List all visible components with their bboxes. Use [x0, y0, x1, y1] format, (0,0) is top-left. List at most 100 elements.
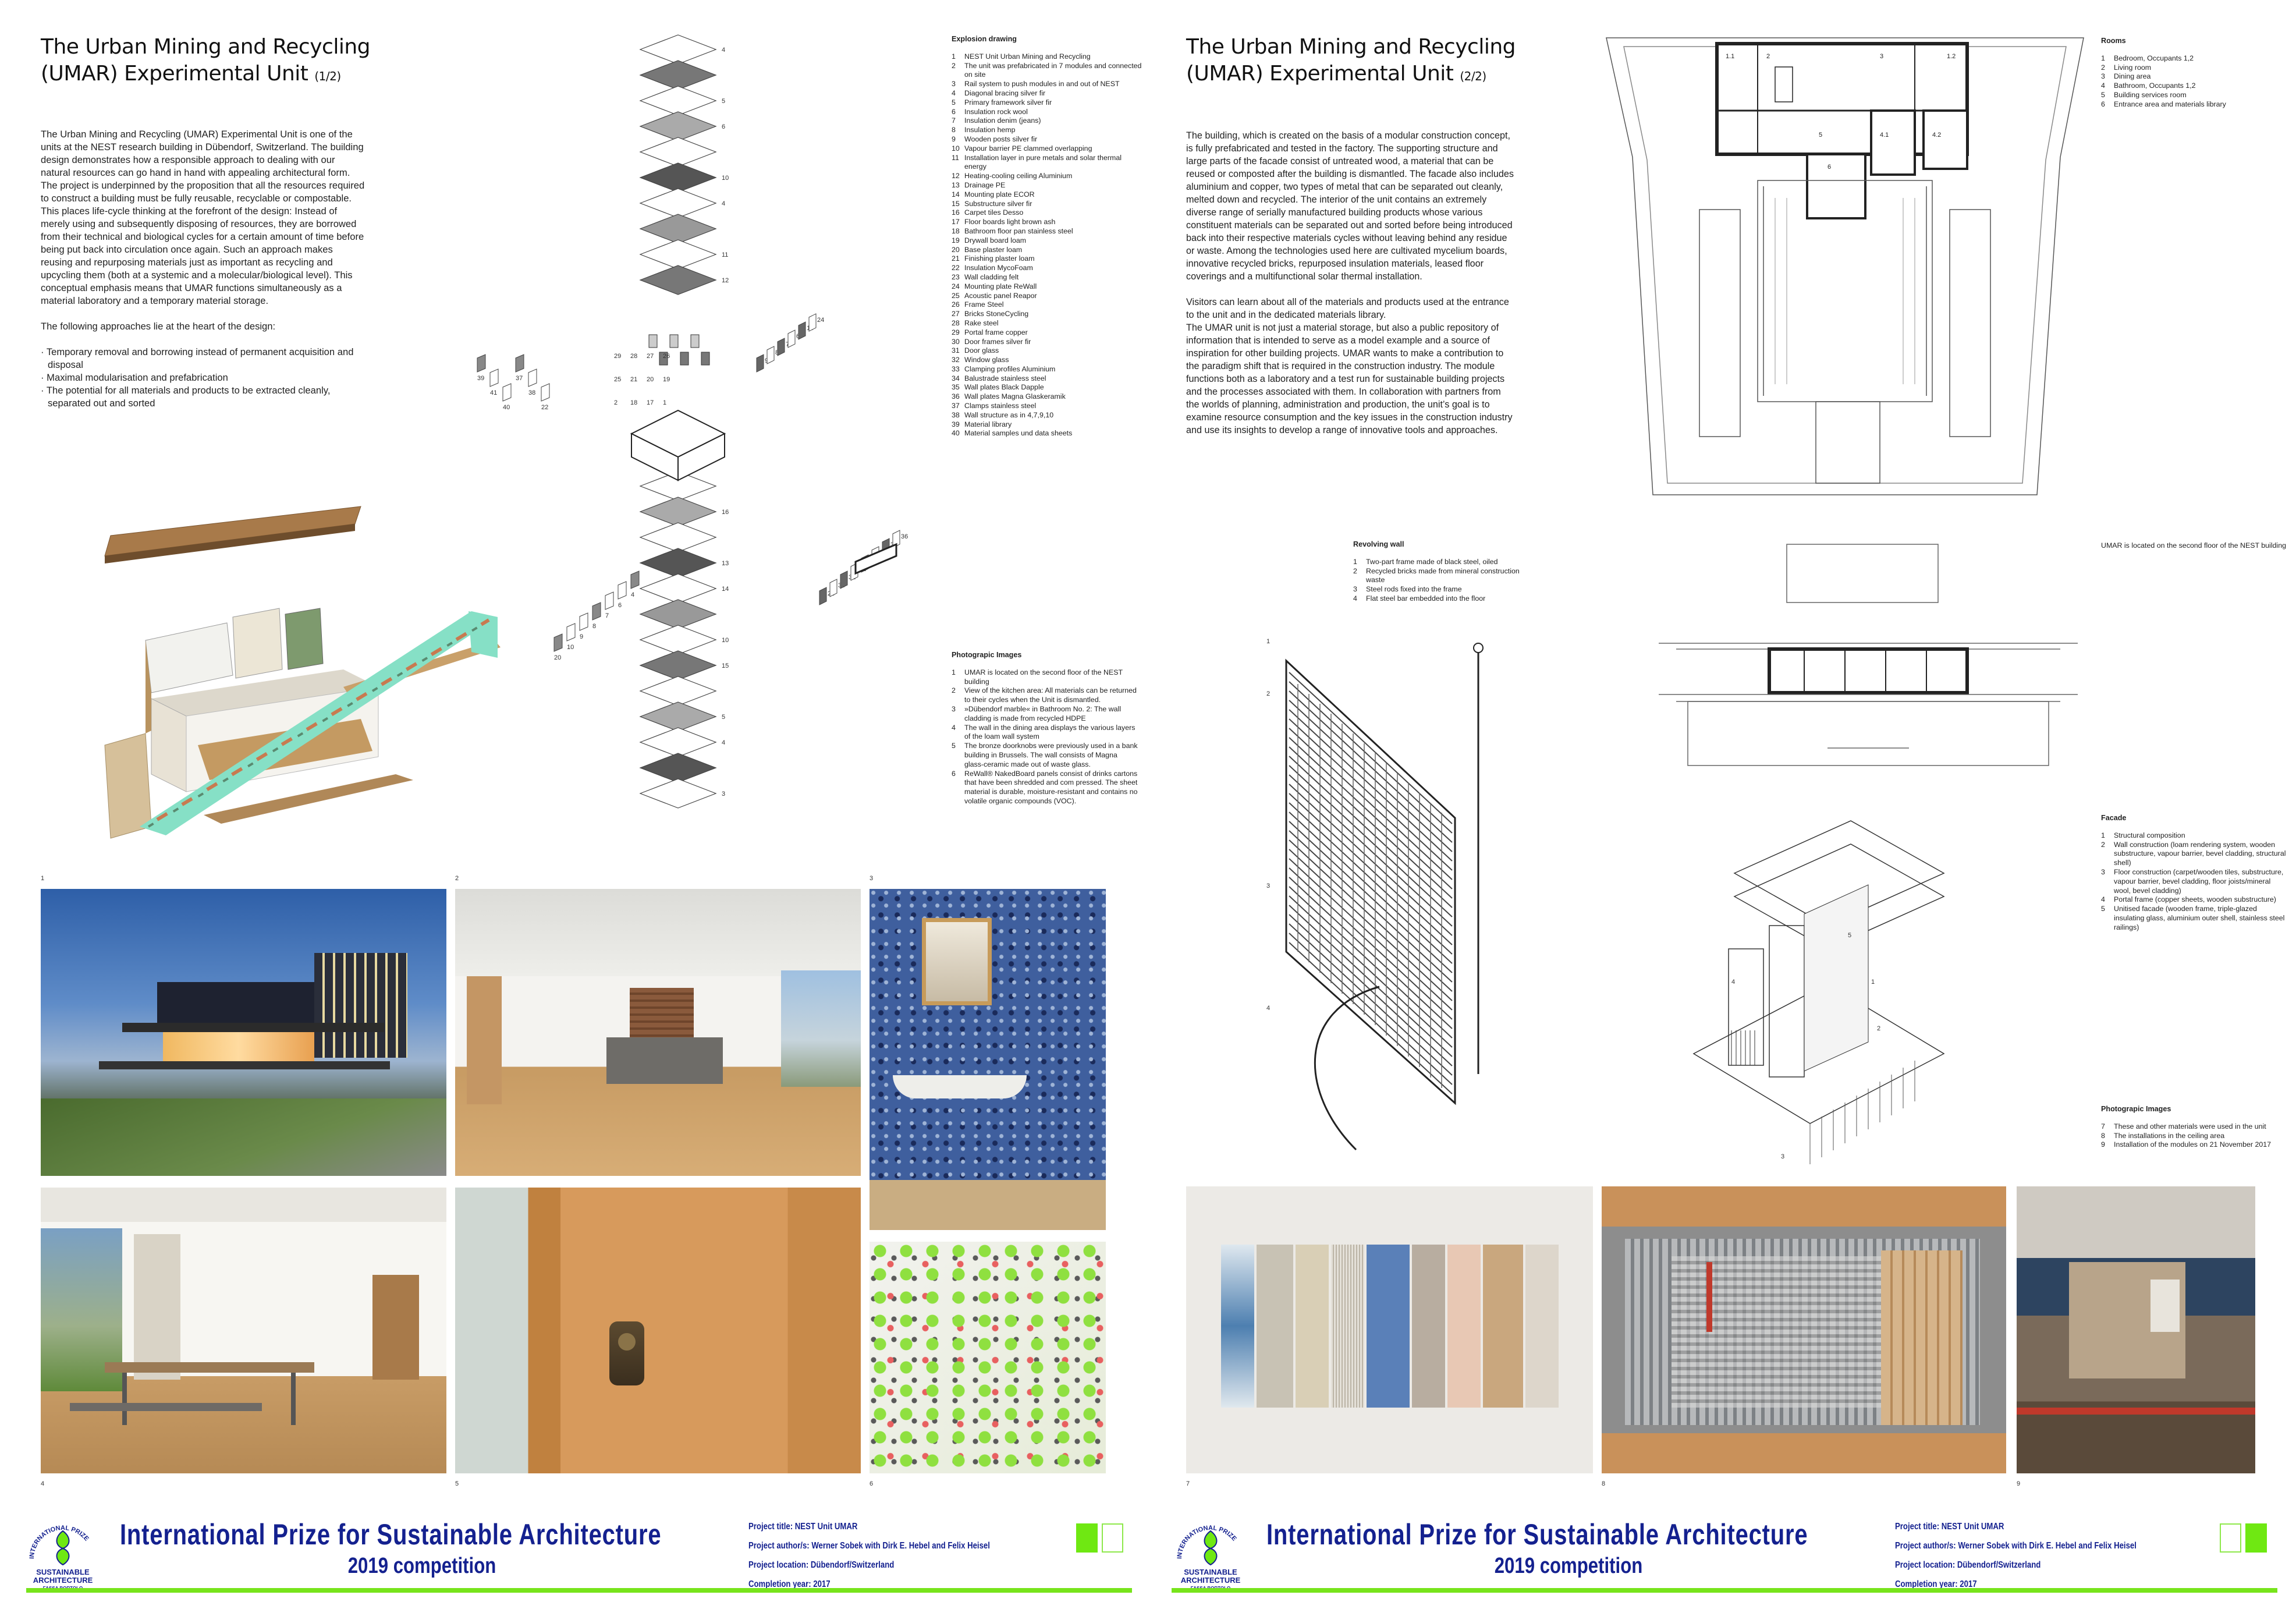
legend-number: 4 [2101, 895, 2105, 904]
photo-captions-heading: Photograpic Images [952, 651, 1022, 659]
legend-number: 5 [2101, 90, 2105, 99]
legend-text: The wall in the dining area displays the… [964, 723, 1135, 741]
title-line-1: The Urban Mining and Recycling [41, 35, 371, 59]
legend-text: ReWall® NakedBoard panels consist of dri… [964, 769, 1138, 805]
legend-text: Primary framework silver fir [964, 98, 1052, 107]
callout-number: 12 [722, 277, 729, 284]
callout-number: 10 [567, 644, 574, 651]
exploded-layer [639, 573, 717, 604]
legend-number: 32 [952, 356, 960, 364]
legend-text: Steel rods fixed into the frame [1366, 585, 1462, 594]
legend-text: Substructure silver fir [964, 199, 1032, 208]
legend-number: 2 [2101, 840, 2105, 849]
project-info: Project title: NEST Unit UMAR Project au… [1895, 1517, 2137, 1594]
legend-text: These and other materials were used in t… [2114, 1122, 2266, 1130]
legend-number: 20 [952, 245, 960, 254]
legend-number: 12 [952, 172, 960, 180]
callout-number: 19 [663, 376, 670, 383]
plan-label: 4.2 [1932, 132, 1941, 139]
legend-text: Insulation rock wool [964, 107, 1028, 116]
portal-frame [1804, 884, 1869, 1072]
recycled-brick-row [1289, 700, 1453, 852]
callout-number: 39 [477, 375, 484, 382]
callout-number: 5 [722, 714, 725, 721]
title-line-1: The Urban Mining and Recycling [1186, 35, 1516, 59]
legend-number: 6 [952, 769, 956, 778]
title-line-2: (UMAR) Experimental Unit [1186, 62, 1454, 86]
legend-number: 34 [952, 374, 960, 382]
left-body-text: The Urban Mining and Recycling (UMAR) Ex… [41, 128, 367, 410]
exploded-layer [639, 34, 717, 65]
page-indicator-active [2245, 1523, 2267, 1553]
callout-number: 4 [722, 739, 725, 746]
material-sample [680, 352, 689, 366]
approaches-heading: The following approaches lie at the hear… [41, 321, 276, 332]
legend-number: 15 [952, 199, 960, 208]
legend-number: 2 [952, 686, 956, 695]
legend-text: The installations in the ceiling area [2114, 1131, 2225, 1140]
callout-number: 9 [580, 633, 583, 640]
legend-text: Bedroom, Occupants 1,2 [2114, 54, 2194, 62]
recycled-brick-row [1289, 905, 1453, 1057]
footer-divider [1172, 1588, 2277, 1593]
exploded-layer [639, 188, 717, 218]
callout-number: 20 [647, 376, 654, 383]
callout-number: 4 [631, 591, 634, 598]
legend-text: Floor construction (carpet/wooden tiles,… [2114, 867, 2284, 895]
legend-number: 16 [952, 208, 960, 217]
callout-number: 28 [630, 353, 637, 360]
competition-title: International Prize for Sustainable Arch… [1266, 1518, 1808, 1551]
callout-number: 17 [647, 399, 654, 406]
legend-number: 13 [952, 180, 960, 189]
callout-number: 18 [630, 399, 637, 406]
callout-number: 22 [541, 404, 548, 411]
callout-number: 27 [647, 353, 654, 360]
callout-number: 40 [503, 404, 510, 411]
photo-number: 4 [41, 1480, 45, 1487]
legend-text: Wooden posts silver fir [964, 134, 1038, 143]
legend-text: Rail system to push modules in and out o… [964, 80, 1120, 88]
legend-text: Flat steel bar embedded into the floor [1366, 594, 1486, 603]
callout-number: 41 [490, 389, 497, 396]
legend-text: Vapour barrier PE clammed overlapping [964, 144, 1092, 153]
legend-text: Clamps stainless steel [964, 402, 1037, 410]
legend-text: The unit was prefabricated in 7 modules … [964, 61, 1142, 79]
photo-nest-building-dusk [41, 889, 446, 1176]
facade-heading: Facade [2101, 814, 2127, 822]
facade-frame [1728, 948, 1764, 1066]
intro-paragraph: The Urban Mining and Recycling (UMAR) Ex… [41, 129, 365, 306]
legend-number: 3 [2101, 72, 2105, 81]
exploded-panel [515, 354, 524, 373]
recycled-brick-row [1289, 867, 1453, 1020]
exploded-panel [477, 354, 486, 373]
exploded-layer [639, 265, 717, 295]
exploded-layer [639, 522, 717, 552]
bullet-item: · Temporary removal and borrowing instea… [41, 346, 354, 370]
callout-number: 3 [1266, 883, 1270, 889]
legend-number: 4 [952, 723, 956, 732]
legend-text: Portal frame (copper sheets, wooden subs… [2114, 895, 2276, 904]
legend-item: 3»Dübendorf marble« in Bathroom No. 2: T… [952, 705, 1138, 724]
material-sample [659, 352, 668, 366]
unit-module [677, 433, 725, 481]
title-part: (2/2) [1460, 69, 1486, 83]
callout-number: 1 [1871, 979, 1875, 986]
legend-number: 21 [952, 254, 960, 263]
